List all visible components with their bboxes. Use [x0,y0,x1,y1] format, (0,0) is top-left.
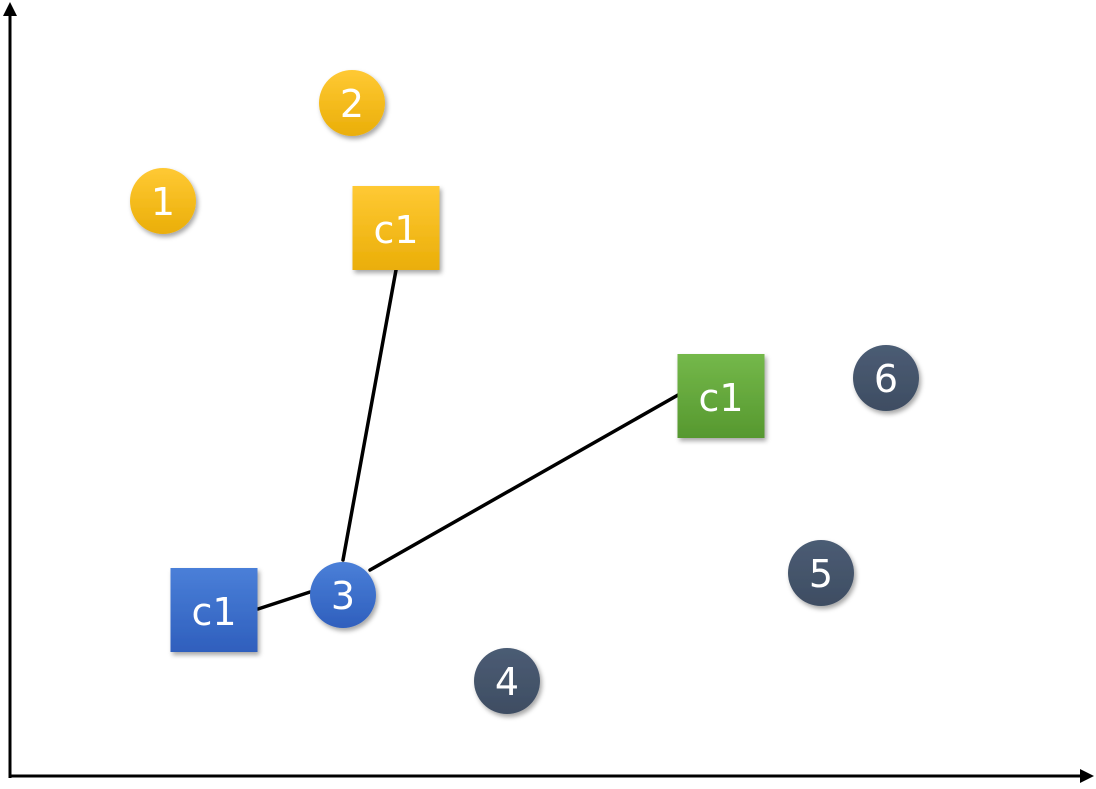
point-2[interactable]: 2 [319,70,385,136]
point-label: 6 [874,357,898,401]
centroid-yellow[interactable]: c1 [352,186,440,270]
connection-line-green [368,393,680,572]
centroids: c1 c1 c1 [170,186,765,652]
centroid-label: c1 [698,376,743,420]
point-label: 1 [151,180,175,224]
point-circle [310,562,376,628]
connection-line-yellow [341,268,398,562]
point-circle [853,345,919,411]
point-circle [319,70,385,136]
point-6[interactable]: 6 [853,345,919,411]
x-axis-arrow [1080,769,1094,783]
point-circle [474,648,540,714]
point-3[interactable]: 3 [310,562,376,628]
point-label: 3 [331,574,355,618]
connection-lines [256,268,680,611]
centroid-label: c1 [191,590,236,634]
centroid-blue[interactable]: c1 [170,568,258,652]
axes [3,2,1094,783]
point-circle [130,168,196,234]
connection-line-blue [256,590,312,611]
centroid-square [352,186,440,270]
point-4[interactable]: 4 [474,648,540,714]
data-points: 1 2 3 4 5 6 [130,70,919,714]
y-axis-arrow [3,2,17,16]
centroid-green[interactable]: c1 [677,354,765,438]
point-label: 5 [809,552,833,596]
centroid-square [170,568,258,652]
point-label: 2 [340,82,364,126]
point-circle [788,540,854,606]
centroid-label: c1 [373,208,418,252]
point-5[interactable]: 5 [788,540,854,606]
centroid-square [677,354,765,438]
point-1[interactable]: 1 [130,168,196,234]
point-label: 4 [495,660,519,704]
